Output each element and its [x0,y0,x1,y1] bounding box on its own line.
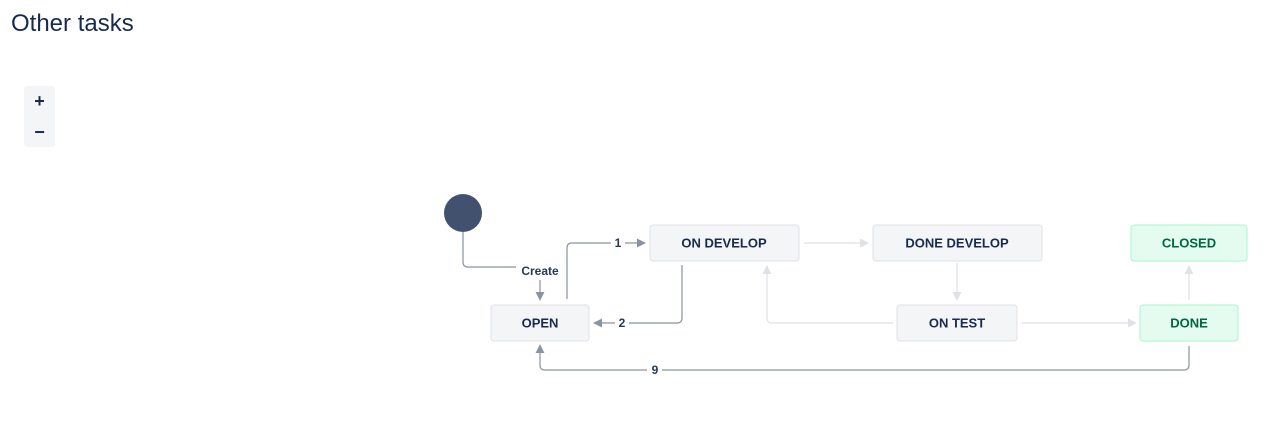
page-title: Other tasks [11,10,134,37]
svg-text:DONE: DONE [1170,316,1208,331]
start-node [444,194,482,232]
svg-text:1: 1 [615,236,622,250]
svg-text:DONE DEVELOP: DONE DEVELOP [905,236,1009,251]
edge-on-develop-to-open [593,265,683,328]
svg-text:9: 9 [652,363,659,377]
svg-text:ON TEST: ON TEST [929,316,985,331]
status-node-on-test[interactable]: ON TEST [896,304,1018,342]
status-node-closed[interactable]: CLOSED [1130,224,1248,262]
status-node-done[interactable]: DONE [1139,304,1239,342]
status-node-on-develop[interactable]: ON DEVELOP [649,224,800,262]
transition-2-label[interactable]: 2 [615,315,629,331]
transition-1-label[interactable]: 1 [611,235,625,251]
zoom-out-button[interactable]: − [34,121,45,142]
edge-done-to-open [535,344,1190,371]
status-node-open[interactable]: OPEN [490,304,590,342]
transition-9-label[interactable]: 9 [647,362,662,378]
edge-open-to-on-develop [566,238,646,299]
zoom-controls: + − [24,86,55,147]
svg-text:CLOSED: CLOSED [1162,236,1216,251]
svg-text:ON DEVELOP: ON DEVELOP [681,236,767,251]
transition-create-label[interactable]: Create [516,262,563,280]
edge-on-test-to-on-develop [762,265,893,324]
svg-text:OPEN: OPEN [522,316,559,331]
zoom-in-button[interactable]: + [34,91,45,112]
status-node-done-develop[interactable]: DONE DEVELOP [872,224,1043,262]
svg-text:Create: Create [521,264,559,278]
svg-text:2: 2 [619,316,626,330]
